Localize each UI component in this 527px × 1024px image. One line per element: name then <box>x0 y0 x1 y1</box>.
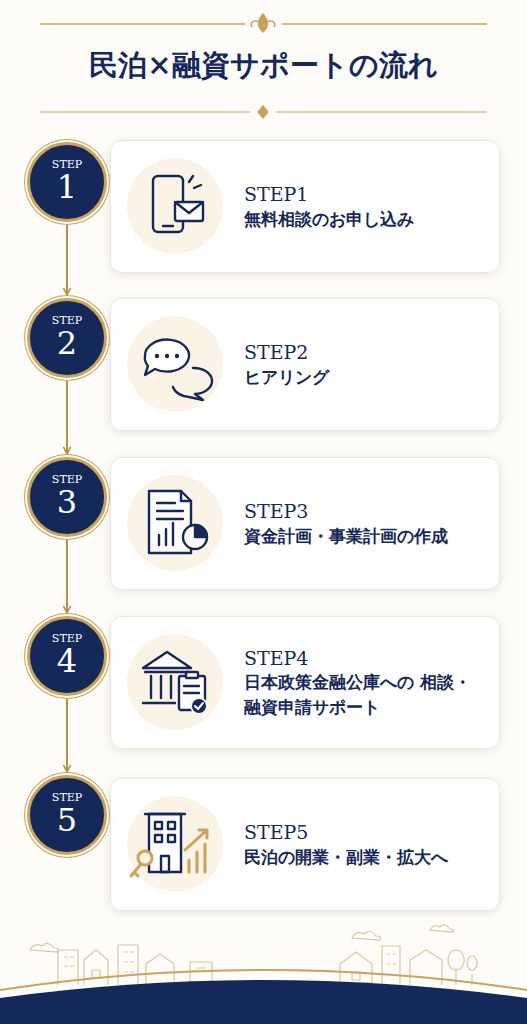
chat-icon <box>127 316 223 412</box>
step-label: STEP <box>52 159 82 171</box>
card-background <box>110 616 500 749</box>
step-description: 資金計画・事業計画の作成 <box>244 524 485 549</box>
step-heading: STEP1 <box>244 182 485 207</box>
card-background <box>110 457 500 590</box>
step-circle: STEP5 <box>27 775 107 855</box>
step-icons <box>127 158 223 892</box>
step-description: 民泊の開業・副業・拡大へ <box>244 845 485 870</box>
step-heading: STEP2 <box>244 340 485 365</box>
bottom-band <box>0 980 527 1024</box>
step-circle: STEP4 <box>27 616 107 696</box>
step-label: STEP <box>52 792 82 804</box>
card-background <box>110 298 500 431</box>
phone-mail-icon <box>127 158 223 254</box>
title-underline <box>40 106 487 118</box>
flow-arrow <box>66 699 68 772</box>
diagram-title: 民泊×融資サポートの流れ <box>0 46 527 86</box>
step-description: ヒアリング <box>244 365 485 390</box>
step-label: STEP <box>52 474 82 486</box>
card-background <box>110 140 500 273</box>
step-heading: STEP4 <box>244 646 485 671</box>
flow-arrow <box>66 540 68 613</box>
step-card: STEP4日本政策金融公庫への 相談・融資申請サポート <box>110 616 500 749</box>
document-chart-icon <box>127 475 223 571</box>
flow-arrow <box>66 225 68 295</box>
step-number: 2 <box>57 327 77 361</box>
step-heading: STEP5 <box>244 820 485 845</box>
top-ornament <box>40 14 487 32</box>
step-circle: STEP1 <box>27 142 107 222</box>
building-key-icon <box>127 796 223 892</box>
step-card: STEP5民泊の開業・副業・拡大へ <box>110 778 500 911</box>
step-circle: STEP3 <box>27 457 107 537</box>
step-heading: STEP3 <box>244 499 485 524</box>
bank-icon <box>127 634 223 730</box>
step-circle: STEP2 <box>27 298 107 378</box>
flow-arrow <box>66 381 68 454</box>
step-label: STEP <box>52 315 82 327</box>
step-card: STEP3資金計画・事業計画の作成 <box>110 457 500 590</box>
step-description: 無料相談のお申し込み <box>244 207 485 232</box>
step-number: 3 <box>57 486 77 520</box>
step-description: 日本政策金融公庫への 相談・融資申請サポート <box>244 670 485 719</box>
step-number: 5 <box>57 804 77 838</box>
step-number: 4 <box>57 645 77 679</box>
step-number: 1 <box>57 171 77 205</box>
step-card: STEP1無料相談のお申し込み <box>110 140 500 273</box>
step-label: STEP <box>52 633 82 645</box>
step-card: STEP2ヒアリング <box>110 298 500 431</box>
card-background <box>110 778 500 911</box>
